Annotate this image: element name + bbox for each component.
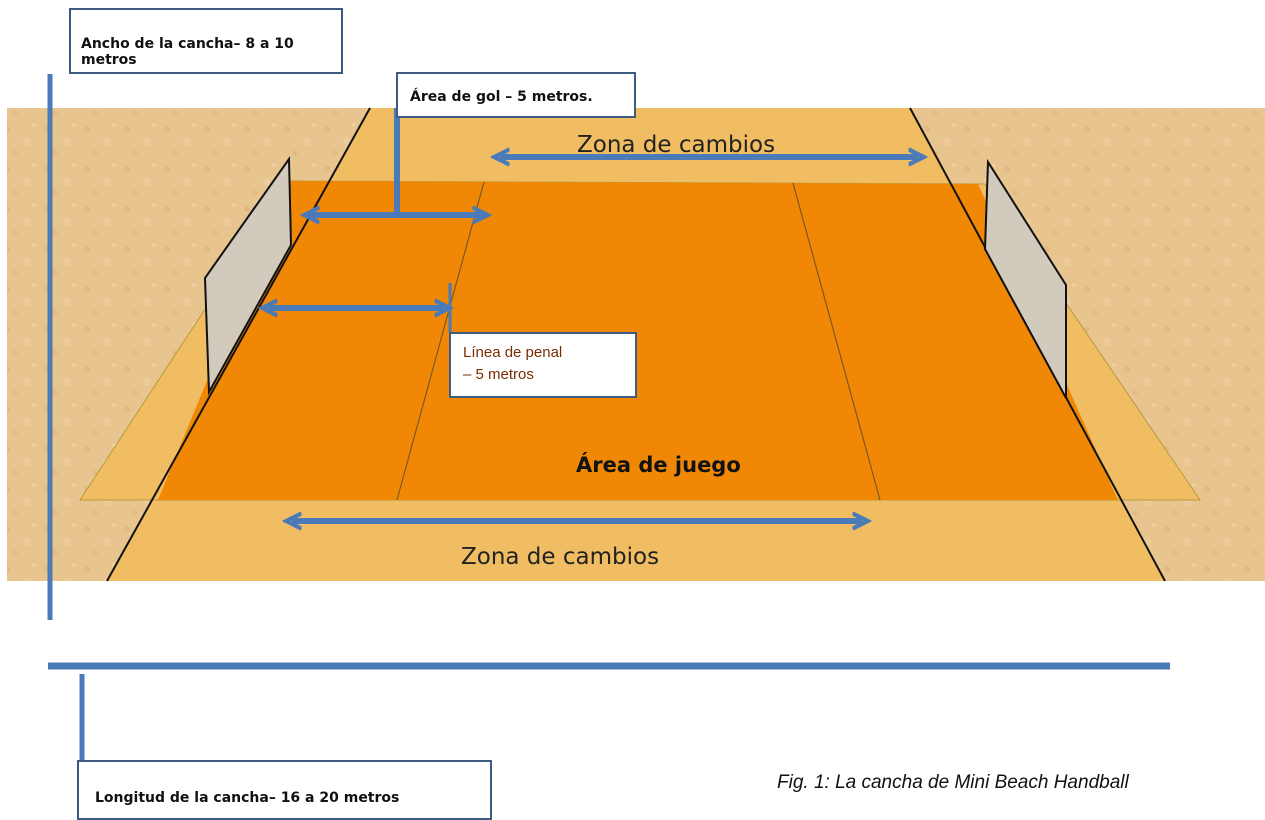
longitud-label: Longitud de la cancha– 16 a 20 metros xyxy=(95,790,400,806)
area-gol-label-box: Área de gol – 5 metros. xyxy=(396,72,636,118)
goal-area-line-left xyxy=(396,181,485,501)
goal-area-line-right xyxy=(792,182,881,501)
sideline-left xyxy=(106,107,371,582)
longitud-label-box: Longitud de la cancha– 16 a 20 metros xyxy=(77,760,492,820)
penal-label-line1: Línea de penal xyxy=(463,344,563,361)
goal-left xyxy=(203,155,293,396)
zona-cambios-bottom-label: Zona de cambios xyxy=(461,544,659,570)
penal-label-line2: – 5 metros xyxy=(463,366,534,383)
zona-cambios-top-label: Zona de cambios xyxy=(577,132,775,158)
area-juego-label: Área de juego xyxy=(576,452,741,477)
figure-caption: Fig. 1: La cancha de Mini Beach Handball xyxy=(777,772,1129,793)
area-gol-label: Área de gol – 5 metros. xyxy=(410,89,593,105)
penal-label-box: Línea de penal – 5 metros xyxy=(449,332,637,398)
playing-court xyxy=(158,181,1118,500)
ancho-label-box: Ancho de la cancha– 8 a 10 metros xyxy=(69,8,343,74)
ancho-label: Ancho de la cancha– 8 a 10 metros xyxy=(81,36,294,68)
goal-right xyxy=(983,158,1067,399)
